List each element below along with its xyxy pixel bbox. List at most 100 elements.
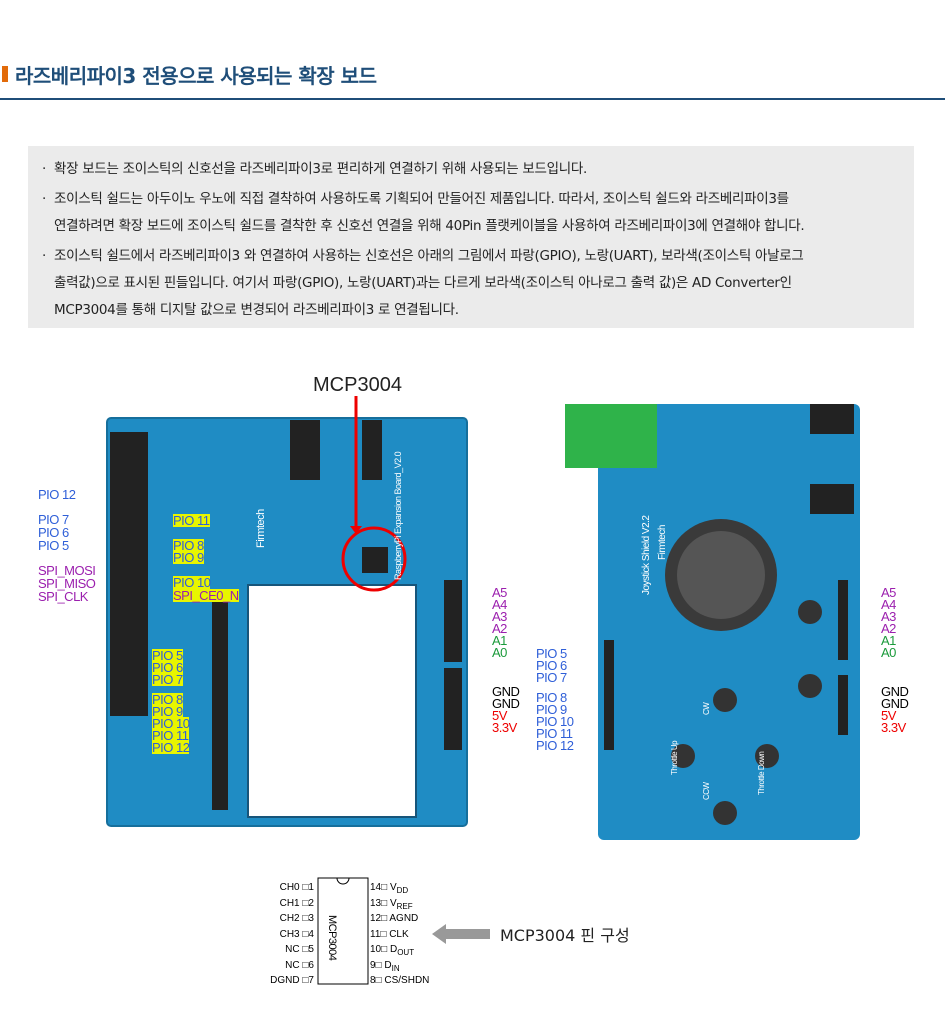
chip-pin-right: 12□ AGND (370, 913, 419, 924)
bt-module (565, 404, 657, 468)
analog-pin-label: A4 (492, 597, 507, 612)
top-header-2 (362, 420, 382, 480)
power-pin-label: GND (492, 696, 520, 711)
shield-silk: Firmtech (657, 525, 668, 560)
pin-label: PIO 8 (152, 692, 183, 707)
analog-pin-label: A1 (492, 633, 507, 648)
chip-pin-left: NC □6 (285, 959, 314, 971)
shield-power-pins (838, 675, 848, 735)
button-down (798, 674, 822, 698)
proto-grid (248, 585, 416, 817)
bullet: · (42, 191, 46, 207)
shield-analog-label: A3 (881, 609, 896, 624)
board-silk: RaspberryPi Expansion Board_V2.0 (393, 451, 403, 580)
pin-label: PIO 12 (38, 487, 76, 502)
shield-analog-label: A5 (881, 585, 896, 600)
shield-analog-label: A1 (881, 633, 896, 648)
mcp-pointer-head (350, 526, 362, 534)
caption-arrow (432, 924, 490, 944)
pin-label: PIO 12 (152, 740, 190, 755)
shield-silk: Throttle Down (757, 751, 766, 795)
pin-label: PIO 6 (152, 660, 183, 675)
chip-name: MCP3004 (326, 915, 338, 961)
shield-pin-label: PIO 7 (536, 670, 567, 685)
pin-label: PIO 6 (38, 525, 69, 540)
pin-label: PIO 5 (152, 648, 183, 663)
bullet: · (42, 248, 46, 264)
shield-pin-label: PIO 12 (536, 738, 574, 753)
chip-pin-left: NC □5 (285, 944, 314, 955)
pio-header (212, 600, 228, 810)
page-title: 라즈베리파이3 전용으로 사용되는 확장 보드 (15, 64, 377, 88)
chip-pin-right: 10□ DOUT (370, 944, 415, 957)
shield-pin-label: PIO 9 (536, 702, 567, 717)
analog-pin-label: A3 (492, 609, 507, 624)
button-up (798, 600, 822, 624)
note-item: · 조이스틱 쉴드는 아두이노 우노에 직접 결착하여 사용하도록 기획되어 만… (42, 186, 902, 240)
chip-pin-left: CH3 □4 (279, 928, 314, 940)
analog-header (444, 580, 462, 662)
board-edge (106, 417, 468, 827)
pin-label: PIO 7 (38, 512, 69, 527)
power-pin-label: GND (492, 684, 520, 699)
chip-pin-left: CH2 □3 (279, 913, 314, 924)
analog-pin-label: A0 (492, 645, 507, 660)
mcp3004-chip (362, 547, 388, 573)
note-line: 조이스틱 쉴드는 아두이노 우노에 직접 결착하여 사용하도록 기획되어 만들어… (54, 191, 789, 207)
joystick-cap (677, 531, 765, 619)
shield-analog-pins (838, 580, 848, 660)
shield-analog-label: A2 (881, 621, 896, 636)
button-ccw (713, 801, 737, 825)
shield-power-label: GND (881, 684, 909, 699)
button-throttle-up (671, 744, 695, 768)
chip-pin-left: DGND □7 (270, 975, 314, 986)
top-header-1 (290, 420, 320, 480)
pin-caption: MCP3004 핀 구성 (500, 926, 630, 945)
shield-silk: CCW (702, 782, 711, 800)
button-throttle-down (755, 744, 779, 768)
proto-grid-frame (247, 584, 417, 818)
note-item: · 확장 보드는 조이스틱의 신호선을 라즈베리파이3로 편리하게 연결하기 위… (42, 156, 902, 183)
shield-analog-label: A0 (881, 645, 896, 660)
note-line: 조이스틱 쉴드에서 라즈베리파이3 와 연결하여 사용하는 신호선은 아래의 그… (54, 248, 804, 264)
note-item: · 조이스틱 쉴드에서 라즈베리파이3 와 연결하여 사용하는 신호선은 아래의… (42, 243, 902, 324)
analog-pin-label: A5 (492, 585, 507, 600)
power-pin-label: 3.3V (492, 720, 517, 735)
note-line: MCP3004를 통해 디지탈 값으로 변경되어 라즈베리파이3 로 연결됩니다… (54, 302, 459, 318)
shield-power-label: 3.3V (881, 720, 906, 735)
chip-highlight-circle (341, 526, 407, 592)
note-line: 확장 보드는 조이스틱의 신호선을 라즈베리파이3로 편리하게 연결하기 위해 … (54, 161, 588, 177)
chip-pin-right: 8□ CS/SHDN (370, 975, 430, 986)
power-header (444, 668, 462, 750)
shield-pin-label: PIO 11 (536, 726, 573, 741)
chip-pin-right: 11□ CLK (370, 928, 409, 940)
shield-silk: Throttle Up (670, 740, 679, 775)
button-cw (713, 688, 737, 712)
shield-pin-label: PIO 8 (536, 690, 567, 705)
analog-pin-label: A2 (492, 621, 507, 636)
pin-label: PIO 5 (38, 538, 69, 553)
chip-pin-right: 13□ VREF (370, 897, 413, 911)
pin-label: PIO 11 (152, 728, 189, 743)
shield-pin-label: PIO 5 (536, 646, 567, 661)
chip-pin-right: 9□ DIN (370, 959, 400, 973)
chip-pin-left: CH1 □2 (279, 897, 314, 909)
pin-label: PIO 8 (173, 538, 204, 553)
shield-left-pins (604, 640, 614, 750)
pin-label: PIO 10 (173, 575, 211, 590)
shield-power-label: 5V (881, 708, 896, 723)
gpio-header (110, 432, 148, 716)
chip-pin-left: CH0 □1 (279, 882, 314, 893)
pin-label: PIO 10 (152, 716, 190, 731)
note-line: 출력값)으로 표시된 핀들입니다. 여기서 파랑(GPIO), 노랑(UART)… (54, 275, 792, 291)
pin-label: PIO 11 (173, 513, 210, 528)
board-silk: Firmtech (255, 509, 267, 548)
pin-label: SPI_MOSI (38, 563, 96, 578)
pin-label: SPI_CE0_N (173, 588, 239, 603)
section-header: 라즈베리파이3 전용으로 사용되는 확장 보드 (0, 58, 945, 100)
shield-pin-label: PIO 10 (536, 714, 574, 729)
pin-label: PIO 9 (173, 550, 204, 565)
notes-box: · 확장 보드는 조이스틱의 신호선을 라즈베리파이3로 편리하게 연결하기 위… (28, 146, 914, 328)
shield-pin-label: PIO 6 (536, 658, 567, 673)
chip-outline (317, 877, 369, 985)
